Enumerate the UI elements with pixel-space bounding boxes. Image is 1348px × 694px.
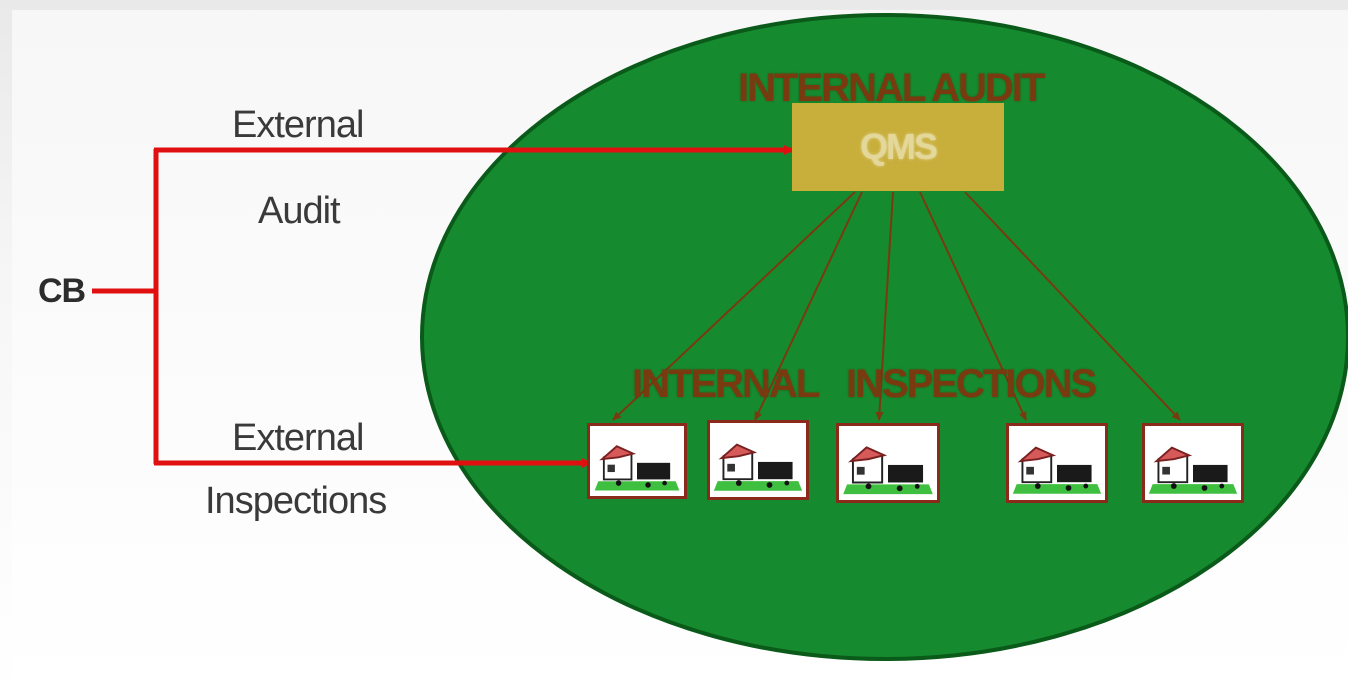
site-box-3 bbox=[836, 423, 940, 503]
cb-bracket bbox=[92, 149, 159, 464]
external-audit-label-line2: Audit bbox=[258, 190, 341, 232]
site-box-1 bbox=[587, 423, 687, 499]
internal-inspections-label-left: INTERNAL bbox=[632, 362, 820, 406]
connector-site-1 bbox=[612, 191, 856, 421]
cb-label: CB bbox=[38, 272, 86, 310]
connector-site-3 bbox=[875, 191, 894, 421]
external-inspections-label-line2: Inspections bbox=[205, 480, 387, 522]
external-audit-label-line1: External bbox=[232, 104, 364, 146]
internal-audit-title: INTERNAL AUDIT bbox=[738, 66, 1045, 110]
qms-label: QMS bbox=[859, 126, 938, 167]
connector-site-5 bbox=[964, 191, 1181, 421]
internal-inspection-connectors bbox=[612, 191, 1181, 421]
site-box-5 bbox=[1142, 423, 1244, 503]
site-box-4 bbox=[1006, 423, 1108, 503]
farm-icon bbox=[1012, 446, 1102, 494]
farm-icon bbox=[843, 446, 933, 495]
qms-box: QMS bbox=[792, 103, 1004, 191]
external-inspections-label-line1: External bbox=[232, 417, 364, 459]
connector-site-4 bbox=[919, 191, 1027, 421]
farm-icon bbox=[713, 443, 803, 491]
site-box-2 bbox=[707, 420, 809, 500]
farm-icon bbox=[594, 445, 680, 491]
internal-inspections-label-right: INSPECTIONS bbox=[846, 362, 1097, 406]
connector-site-2 bbox=[754, 191, 863, 421]
farm-icon bbox=[1148, 446, 1238, 494]
